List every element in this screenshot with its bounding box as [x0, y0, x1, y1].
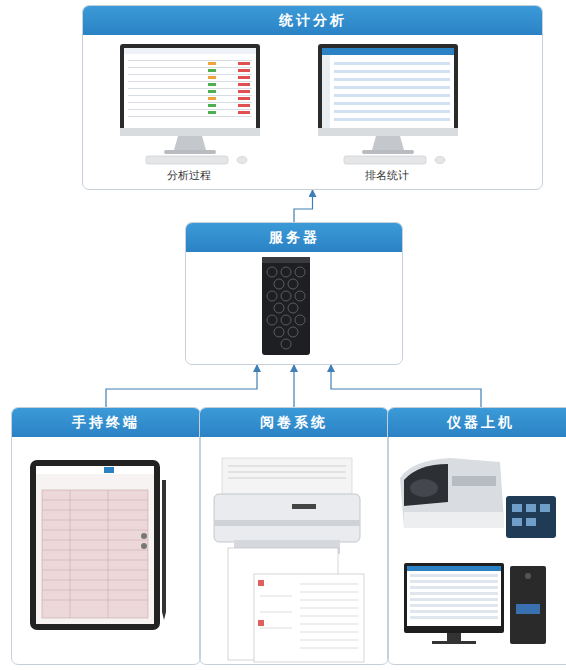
panel-box: 仪器上机: [387, 407, 566, 665]
panel-box: 手持终端: [11, 407, 201, 665]
tablet-terminal: [30, 460, 166, 630]
arrow-connector: [293, 365, 294, 407]
arrow-connector: [106, 365, 257, 407]
caption-label: 排名统计: [365, 168, 409, 183]
panel-box: 服务器: [185, 222, 403, 365]
monitor-analysis: [120, 44, 260, 164]
spectrometer: [400, 458, 556, 538]
scanner: [214, 458, 364, 662]
arrow-connector: [331, 365, 481, 407]
panel-box: 阅卷系统: [199, 407, 389, 665]
server-tower: [262, 257, 310, 355]
panel-title: 阅卷系统: [200, 408, 388, 437]
desktop-computer: [404, 563, 546, 644]
arrow-connector: [294, 190, 313, 222]
monitor-ranking: [318, 44, 458, 164]
panel-box: 统计分析: [82, 5, 543, 190]
panel-title: 手持终端: [12, 408, 200, 437]
caption-label: 分析过程: [167, 168, 211, 183]
panel-title: 统计分析: [83, 6, 542, 35]
panel-title: 仪器上机: [388, 408, 566, 437]
panel-title: 服务器: [186, 223, 402, 252]
